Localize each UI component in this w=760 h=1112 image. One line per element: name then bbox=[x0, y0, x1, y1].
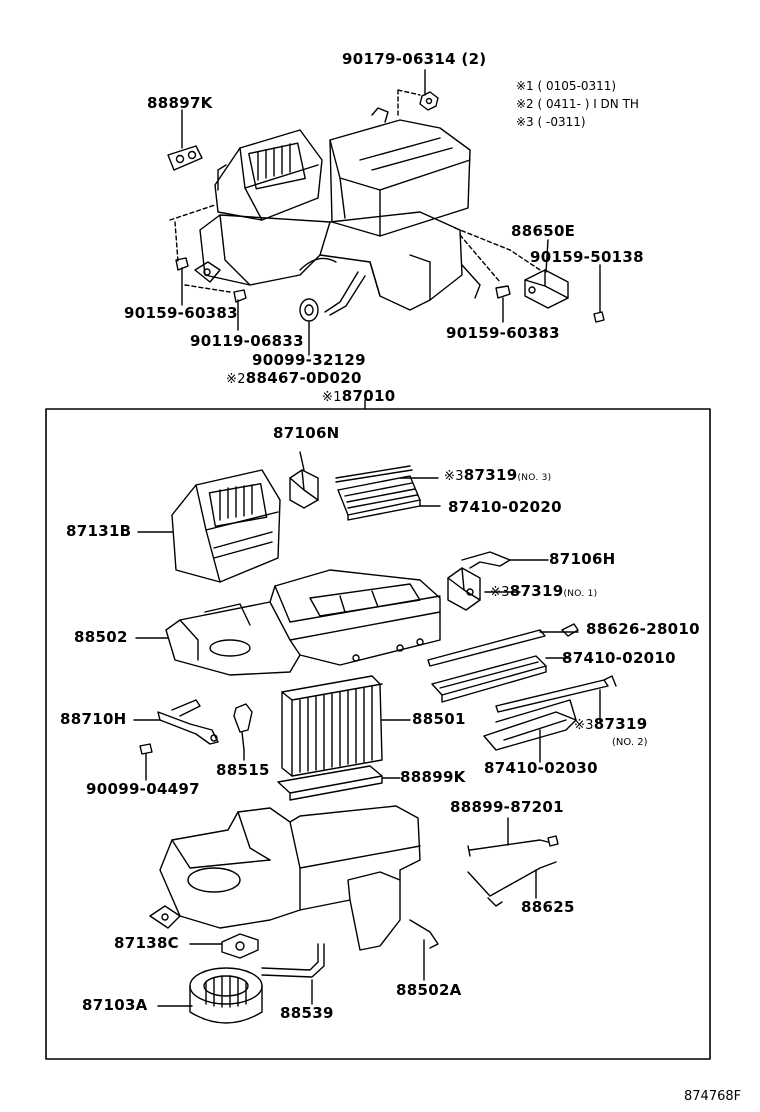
label-90099-04497: 90099-04497 bbox=[86, 780, 200, 798]
case-88502a-drawing bbox=[149, 805, 439, 951]
note-2-text: ( 0411- ) I DN TH bbox=[537, 97, 639, 111]
clip-88626-drawing bbox=[561, 623, 579, 637]
label-88625: 88625 bbox=[521, 898, 575, 916]
link-87319-no1-drawing bbox=[427, 629, 546, 667]
label-87319-no2: ※387319 bbox=[574, 715, 648, 733]
label-90119-06833: 90119-06833 bbox=[190, 332, 304, 350]
label-87319-no2-number: 87319 bbox=[593, 715, 648, 733]
note-1-mark: ※1 bbox=[516, 79, 534, 93]
grommet-88897k-drawing bbox=[167, 145, 203, 171]
grommet-87138c-drawing bbox=[221, 933, 259, 959]
label-87319-no3: ※387319(NO. 3) bbox=[444, 466, 552, 484]
link-87319-no2-drawing bbox=[495, 675, 617, 713]
note-1: ※1 ( 0105-0311) bbox=[516, 80, 639, 92]
label-88467-number: 88467-0D020 bbox=[245, 369, 362, 387]
note-3-text: ( -0311) bbox=[537, 115, 586, 129]
blower-87103a-drawing bbox=[189, 967, 263, 1024]
label-assembly-mark: ※1 bbox=[322, 390, 342, 405]
note-2-mark: ※2 bbox=[516, 97, 534, 111]
label-87410-02020: 87410-02020 bbox=[448, 498, 562, 516]
thermistor-88515-drawing bbox=[233, 703, 253, 751]
actuator-87106n-drawing bbox=[289, 451, 319, 509]
sensor-88625-drawing bbox=[467, 861, 557, 907]
label-87319-no3-mark: ※3 bbox=[444, 469, 464, 484]
case-88502-drawing bbox=[165, 569, 441, 676]
label-87131b: 87131B bbox=[66, 522, 132, 540]
label-88626-28010: 88626-28010 bbox=[586, 620, 700, 638]
label-assembly-87010: ※187010 bbox=[322, 387, 396, 405]
intake-87131b-drawing bbox=[171, 469, 281, 583]
label-90159-50138: 90159-50138 bbox=[530, 248, 644, 266]
filter-87410-02030-drawing bbox=[483, 699, 577, 751]
note-2: ※2 ( 0411- ) I DN TH bbox=[516, 98, 639, 110]
label-88502a: 88502A bbox=[396, 981, 462, 999]
screw-right-drawing bbox=[495, 285, 511, 299]
label-87138c: 87138C bbox=[114, 934, 179, 952]
assembly-box bbox=[45, 408, 711, 1060]
label-87319-no2-sub: (NO. 2) bbox=[612, 737, 648, 748]
label-88501: 88501 bbox=[412, 710, 466, 728]
label-87410-02030: 87410-02030 bbox=[484, 759, 598, 777]
top-heater-unit-drawing bbox=[169, 89, 541, 316]
note-3-mark: ※3 bbox=[516, 115, 534, 129]
screw-90159-50138-drawing bbox=[593, 311, 605, 323]
label-88467-mark: ※2 bbox=[226, 372, 246, 387]
label-87319-no3-sub: (NO. 3) bbox=[517, 473, 552, 483]
label-assembly-number: 87010 bbox=[341, 387, 396, 405]
harness-88899-87201-drawing bbox=[467, 835, 559, 857]
label-90179-06314: 90179-06314 (2) bbox=[342, 50, 487, 68]
note-1-text: ( 0105-0311) bbox=[537, 79, 617, 93]
label-88650e: 88650E bbox=[511, 222, 576, 240]
label-87319-no1-sub: (NO. 1) bbox=[563, 589, 598, 599]
screw-90099-04497-drawing bbox=[139, 743, 153, 767]
label-87410-02010: 87410-02010 bbox=[562, 649, 676, 667]
label-88467-0d020: ※288467-0D020 bbox=[226, 369, 362, 387]
label-87319-no3-number: 87319 bbox=[463, 466, 518, 484]
label-90099-32129: 90099-32129 bbox=[252, 351, 366, 369]
servo-87106h-drawing bbox=[447, 551, 511, 611]
clip-90099-32129-drawing bbox=[299, 298, 319, 322]
box-leader-lines bbox=[133, 477, 601, 1007]
label-88515: 88515 bbox=[216, 761, 270, 779]
hose-88539-drawing bbox=[261, 943, 325, 978]
label-88899k: 88899K bbox=[400, 768, 466, 786]
nut-90179-drawing bbox=[419, 91, 439, 111]
label-90159-60383-right: 90159-60383 bbox=[446, 324, 560, 342]
label-88502: 88502 bbox=[74, 628, 128, 646]
pad-88899k-drawing bbox=[277, 765, 383, 801]
notes-block: ※1 ( 0105-0311) ※2 ( 0411- ) I DN TH ※3 … bbox=[516, 80, 639, 128]
diagram-code: 874768F bbox=[684, 1089, 742, 1104]
evaporator-88501-drawing bbox=[281, 675, 383, 777]
filter-87410-02010-drawing bbox=[431, 655, 547, 703]
label-88897k: 88897K bbox=[147, 94, 213, 112]
sensor-88650e-drawing bbox=[524, 269, 569, 309]
label-88539: 88539 bbox=[280, 1004, 334, 1022]
label-88710h: 88710H bbox=[60, 710, 127, 728]
screw-left-drawing bbox=[175, 257, 189, 281]
filter-87410-02020-drawing bbox=[335, 465, 421, 521]
label-90159-60383-left: 90159-60383 bbox=[124, 304, 238, 322]
note-3: ※3 ( -0311) bbox=[516, 116, 639, 128]
label-87319-no1-mark: ※3 bbox=[490, 585, 510, 600]
screw-90119-drawing bbox=[233, 289, 247, 313]
link-88710h-drawing bbox=[157, 699, 219, 745]
label-87319-no1-number: 87319 bbox=[509, 582, 564, 600]
label-87103a: 87103A bbox=[82, 996, 148, 1014]
label-87106n: 87106N bbox=[273, 424, 340, 442]
label-87319-no1: ※387319(NO. 1) bbox=[490, 582, 598, 600]
top-leader-lines bbox=[181, 69, 601, 356]
label-88899-87201: 88899-87201 bbox=[450, 798, 564, 816]
label-87319-no2-mark: ※3 bbox=[574, 718, 594, 733]
label-87106h: 87106H bbox=[549, 550, 616, 568]
